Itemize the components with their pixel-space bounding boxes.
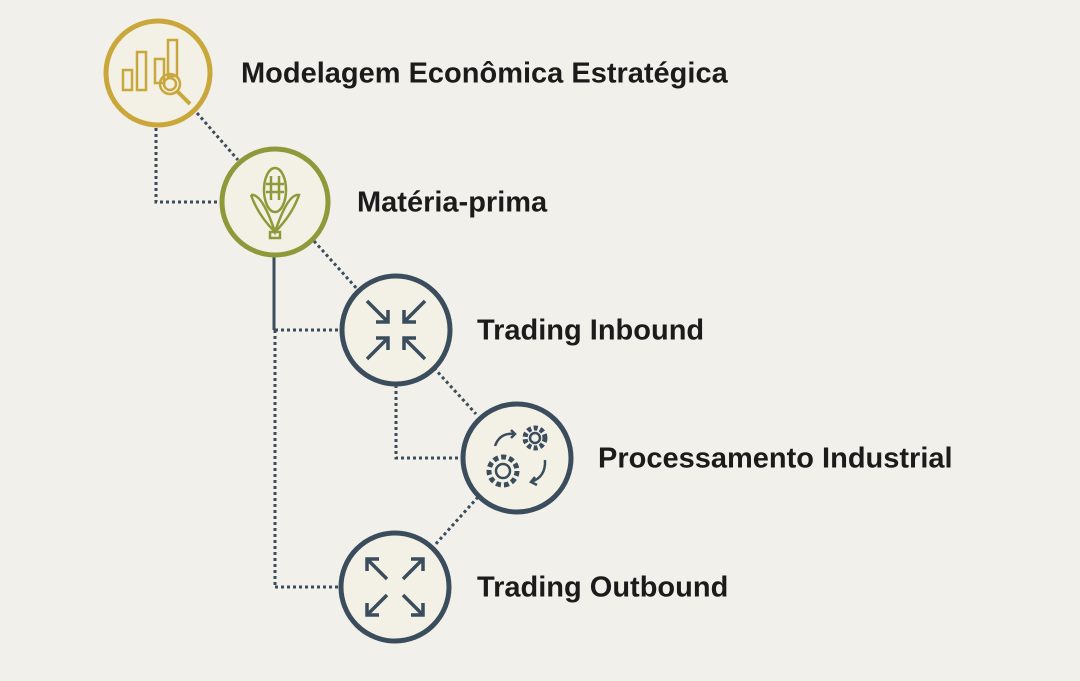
node-processamento [460, 401, 574, 515]
arrows-outward-icon [365, 557, 425, 617]
node-label-modelagem: Modelagem Econômica Estratégica [241, 57, 728, 90]
node-label-processamento: Processamento Industrial [598, 442, 953, 475]
connector-3-4 [432, 366, 478, 416]
chart-magnifier-icon [121, 38, 192, 106]
connector-1-2-elbow [154, 128, 221, 204]
connector-3-4-elbow [394, 385, 462, 460]
gears-cycle-icon [486, 425, 548, 488]
connector-1-2 [195, 112, 240, 161]
node-label-trading-outbound: Trading Outbound [477, 571, 729, 604]
node-label-trading-inbound: Trading Inbound [477, 314, 705, 347]
connectors [154, 112, 480, 589]
connector-2-3 [312, 239, 360, 292]
arrows-inward-icon [365, 299, 427, 361]
corn-icon [249, 166, 301, 240]
node-materia-prima [219, 146, 331, 258]
connector-4-5 [432, 495, 480, 548]
node-trading-outbound [338, 530, 452, 644]
node-label-materia-prima: Matéria-prima [357, 186, 548, 219]
node-trading-inbound [339, 273, 453, 387]
node-modelagem [103, 18, 213, 128]
